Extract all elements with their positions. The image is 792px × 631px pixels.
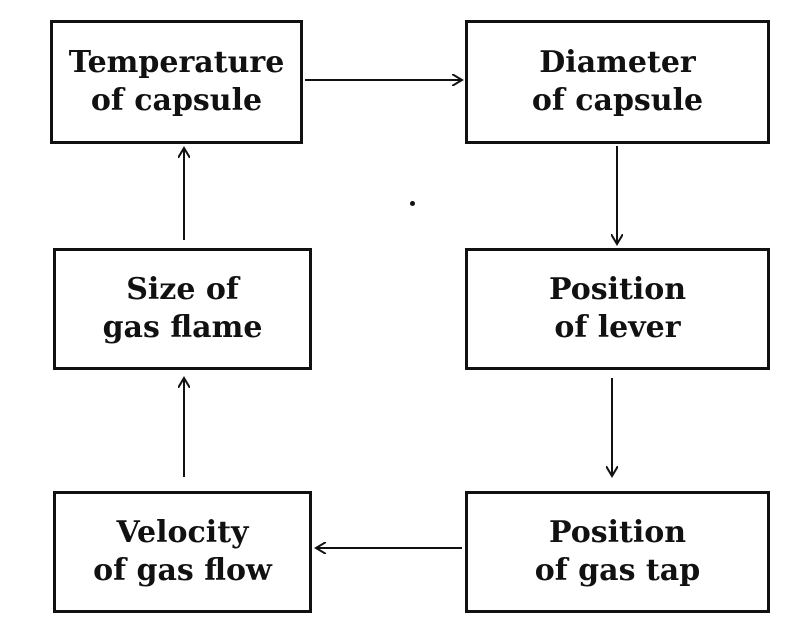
box-label-line: of capsule [90,83,263,118]
stray-dot [410,201,415,206]
box-label-line: gas flame [102,310,263,345]
box-label-line: Diameter [539,45,696,80]
box-label-line: of gas tap [534,553,701,588]
box-diameter-of-capsule: Diameter of capsule [465,20,770,144]
box-label-line: Velocity [116,515,249,550]
box-label-line: of gas flow [93,553,272,588]
box-label-line: Size of [126,272,239,307]
box-temperature-of-capsule: Temperature of capsule [50,20,303,144]
box-label-line: Position [548,272,687,307]
box-position-of-lever: Position of lever [465,248,770,370]
box-size-of-gas-flame: Size of gas flame [53,248,312,370]
box-label-line: Position [548,515,687,550]
box-label-line: of lever [554,310,681,345]
box-position-of-gas-tap: Position of gas tap [465,491,770,613]
box-label-line: Temperature [68,45,285,80]
box-label-line: of capsule [531,83,704,118]
box-velocity-of-gas-flow: Velocity of gas flow [53,491,312,613]
